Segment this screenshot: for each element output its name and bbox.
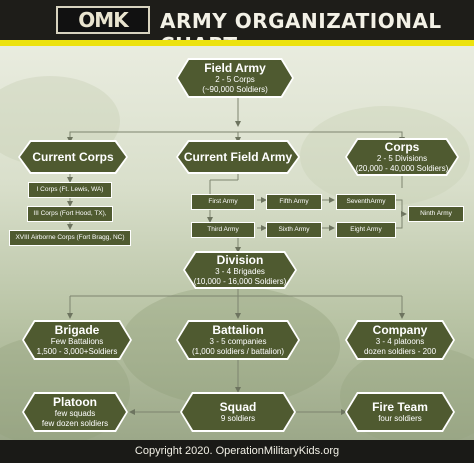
company-title: Company — [372, 323, 428, 337]
brigade-line-2: 1,500 - 3,000+Soldiers — [36, 347, 118, 356]
field-army-line-1: 2 - 5 Corps — [215, 75, 255, 84]
battalion-title: Battalion — [212, 323, 264, 337]
platoon-line-1: few squads — [54, 409, 96, 418]
battalion-node: Battalion 3 - 5 companies (1,000 soldier… — [178, 322, 298, 358]
company-node: Company 3 - 4 platoons dozen soldiers - … — [347, 322, 453, 358]
division-line-1: 3 - 4 Brigades — [215, 267, 265, 276]
army-item: Third Army — [191, 222, 255, 238]
division-node: Division 3 - 4 Brigades (10,000 - 16,000… — [185, 253, 295, 287]
battalion-line-2: (1,000 soldiers / battalion) — [191, 347, 285, 356]
squad-title: Squad — [219, 400, 257, 414]
accent-stripe — [0, 40, 474, 46]
army-item: SeventhArmy — [336, 194, 396, 210]
company-line-1: 3 - 4 platoons — [375, 337, 425, 346]
corps-line-2: (20,000 - 40,000 Soldiers) — [355, 164, 449, 173]
field-army-title: Field Army — [204, 61, 266, 75]
field-army-line-2: (~90,000 Soldiers) — [202, 85, 268, 94]
connector-lines — [67, 97, 407, 415]
copyright-footer: Copyright 2020. OperationMilitaryKids.or… — [0, 440, 474, 463]
corps-item: I Corps (Ft. Lewis, WA) — [28, 182, 112, 198]
battalion-line-1: 3 - 5 companies — [209, 337, 267, 346]
chart-canvas: Field Army 2 - 5 Corps (~90,000 Soldiers… — [0, 46, 474, 440]
current-field-army-title: Current Field Army — [183, 150, 293, 164]
division-line-2: (10,000 - 16,000 Soldiers) — [193, 277, 287, 286]
army-item: Sixth Army — [266, 222, 322, 238]
platoon-title: Platoon — [53, 395, 97, 409]
army-item: First Army — [191, 194, 255, 210]
fire-team-title: Fire Team — [372, 400, 428, 414]
corps-node: Corps 2 - 5 Divisions (20,000 - 40,000 S… — [347, 140, 457, 174]
army-item: Fifth Army — [266, 194, 322, 210]
squad-node: Squad 9 soldiers — [182, 394, 294, 430]
corps-item: III Corps (Fort Hood, TX), — [27, 206, 113, 222]
army-item: Ninth Army — [408, 206, 464, 222]
squad-line-1: 9 soldiers — [220, 414, 256, 423]
fire-team-line-1: four soldiers — [378, 414, 422, 423]
fire-team-node: Fire Team four soldiers — [347, 394, 453, 430]
current-corps-node: Current Corps — [20, 142, 126, 172]
platoon-node: Platoon few squads few dozen soldiers — [24, 394, 126, 430]
current-field-army-node: Current Field Army — [178, 142, 298, 172]
field-army-node: Field Army 2 - 5 Corps (~90,000 Soldiers… — [178, 60, 292, 96]
brigade-title: Brigade — [54, 323, 100, 337]
omk-logo: OMK — [56, 6, 150, 34]
corps-title: Corps — [384, 140, 420, 154]
company-line-2: dozen soldiers - 200 — [363, 347, 437, 356]
header-bar: OMK ARMY ORGANIZATIONAL CHART — [0, 0, 474, 57]
brigade-node: Brigade Few Battalions 1,500 - 3,000+Sol… — [24, 322, 130, 358]
current-corps-title: Current Corps — [32, 150, 114, 164]
army-item: Eight Army — [336, 222, 396, 238]
platoon-line-2: few dozen soldiers — [41, 419, 109, 428]
division-title: Division — [216, 253, 264, 267]
corps-line-1: 2 - 5 Divisions — [376, 154, 428, 163]
corps-item: XVIII Airborne Corps (Fort Bragg, NC) — [9, 230, 131, 246]
brigade-line-1: Few Battalions — [50, 337, 104, 346]
